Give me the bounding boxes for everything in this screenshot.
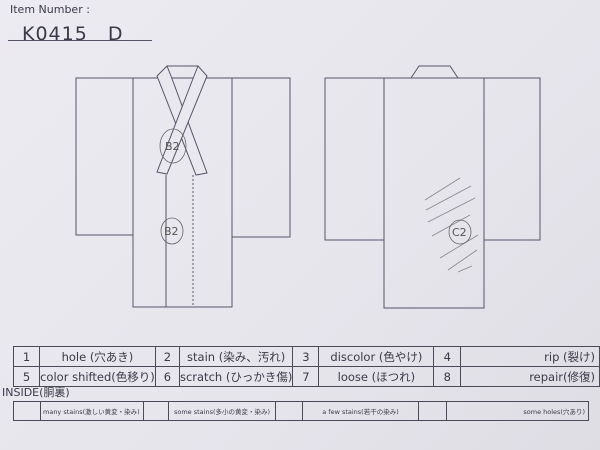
back-left-sleeve (324, 77, 385, 241)
inside-code-cell (275, 401, 303, 421)
legend-label: hole (穴あき) (39, 346, 156, 367)
front-left-sleeve (75, 77, 134, 236)
legend-label: color shifted(色移り) (39, 366, 156, 387)
legend-num: 3 (292, 346, 320, 367)
inside-label-cell: a few stains(若干の染み) (302, 401, 419, 421)
inside-code-cell (13, 401, 41, 421)
inside-label-cell: many stains(激しい黄変・染み) (40, 401, 144, 421)
legend-num: 8 (433, 366, 462, 387)
back-body-mark-circle (448, 219, 472, 245)
back-body (383, 77, 485, 309)
inside-label: INSIDE(胴裏) (2, 386, 70, 399)
back-view: C2 (324, 65, 541, 309)
inside-label-cell: some holes(穴あり) (446, 401, 589, 421)
legend-num: 7 (292, 366, 320, 387)
legend-num: 6 (154, 366, 180, 387)
front-collar-mark-circle (159, 128, 187, 164)
back-collar-tab (410, 65, 459, 79)
item-number-value: K0415 D (22, 23, 124, 45)
legend-label: scratch (ひっかき傷) (178, 366, 294, 387)
collar-right-band (156, 65, 208, 175)
legend-num: 2 (154, 346, 180, 367)
inside-code-cell (418, 401, 447, 421)
kimono-diagram: B2 B2 C2 (75, 65, 541, 309)
front-body-mark-circle (160, 217, 184, 245)
legend-row: 5 color shifted(色移り) 6 scratch (ひっかき傷) 7… (12, 366, 600, 387)
legend-label: discolor (色やけ) (318, 346, 435, 367)
legend-num: 5 (12, 366, 41, 387)
front-right-sleeve (231, 77, 291, 238)
legend-label: rip (裂け) (460, 346, 600, 367)
item-number-label: Item Number : (10, 3, 90, 16)
legend-label: stain (染み、汚れ) (178, 346, 294, 367)
back-body-mark: C2 (452, 226, 467, 239)
inside-code-cell (143, 401, 169, 421)
legend-row: 1 hole (穴あき) 2 stain (染み、汚れ) 3 discolor … (12, 346, 600, 367)
inside-label-cell: some stains(多小の黄変・染み) (168, 401, 276, 421)
legend-num: 1 (12, 346, 41, 367)
inside-row: many stains(激しい黄変・染み) some stains(多小の黄変・… (13, 401, 589, 421)
front-body-mark: B2 (164, 225, 179, 238)
legend-num: 4 (433, 346, 462, 367)
back-right-sleeve (483, 77, 541, 241)
damage-legend-table: 1 hole (穴あき) 2 stain (染み、汚れ) 3 discolor … (12, 346, 600, 387)
legend-label: loose (ほつれ) (318, 366, 435, 387)
front-collar-mark: B2 (165, 140, 180, 153)
front-view: B2 B2 (75, 65, 291, 308)
inside-condition-table: many stains(激しい黄変・染み) some stains(多小の黄変・… (13, 401, 589, 421)
item-number-underline (8, 40, 152, 41)
legend-label: repair(修復) (460, 366, 600, 387)
